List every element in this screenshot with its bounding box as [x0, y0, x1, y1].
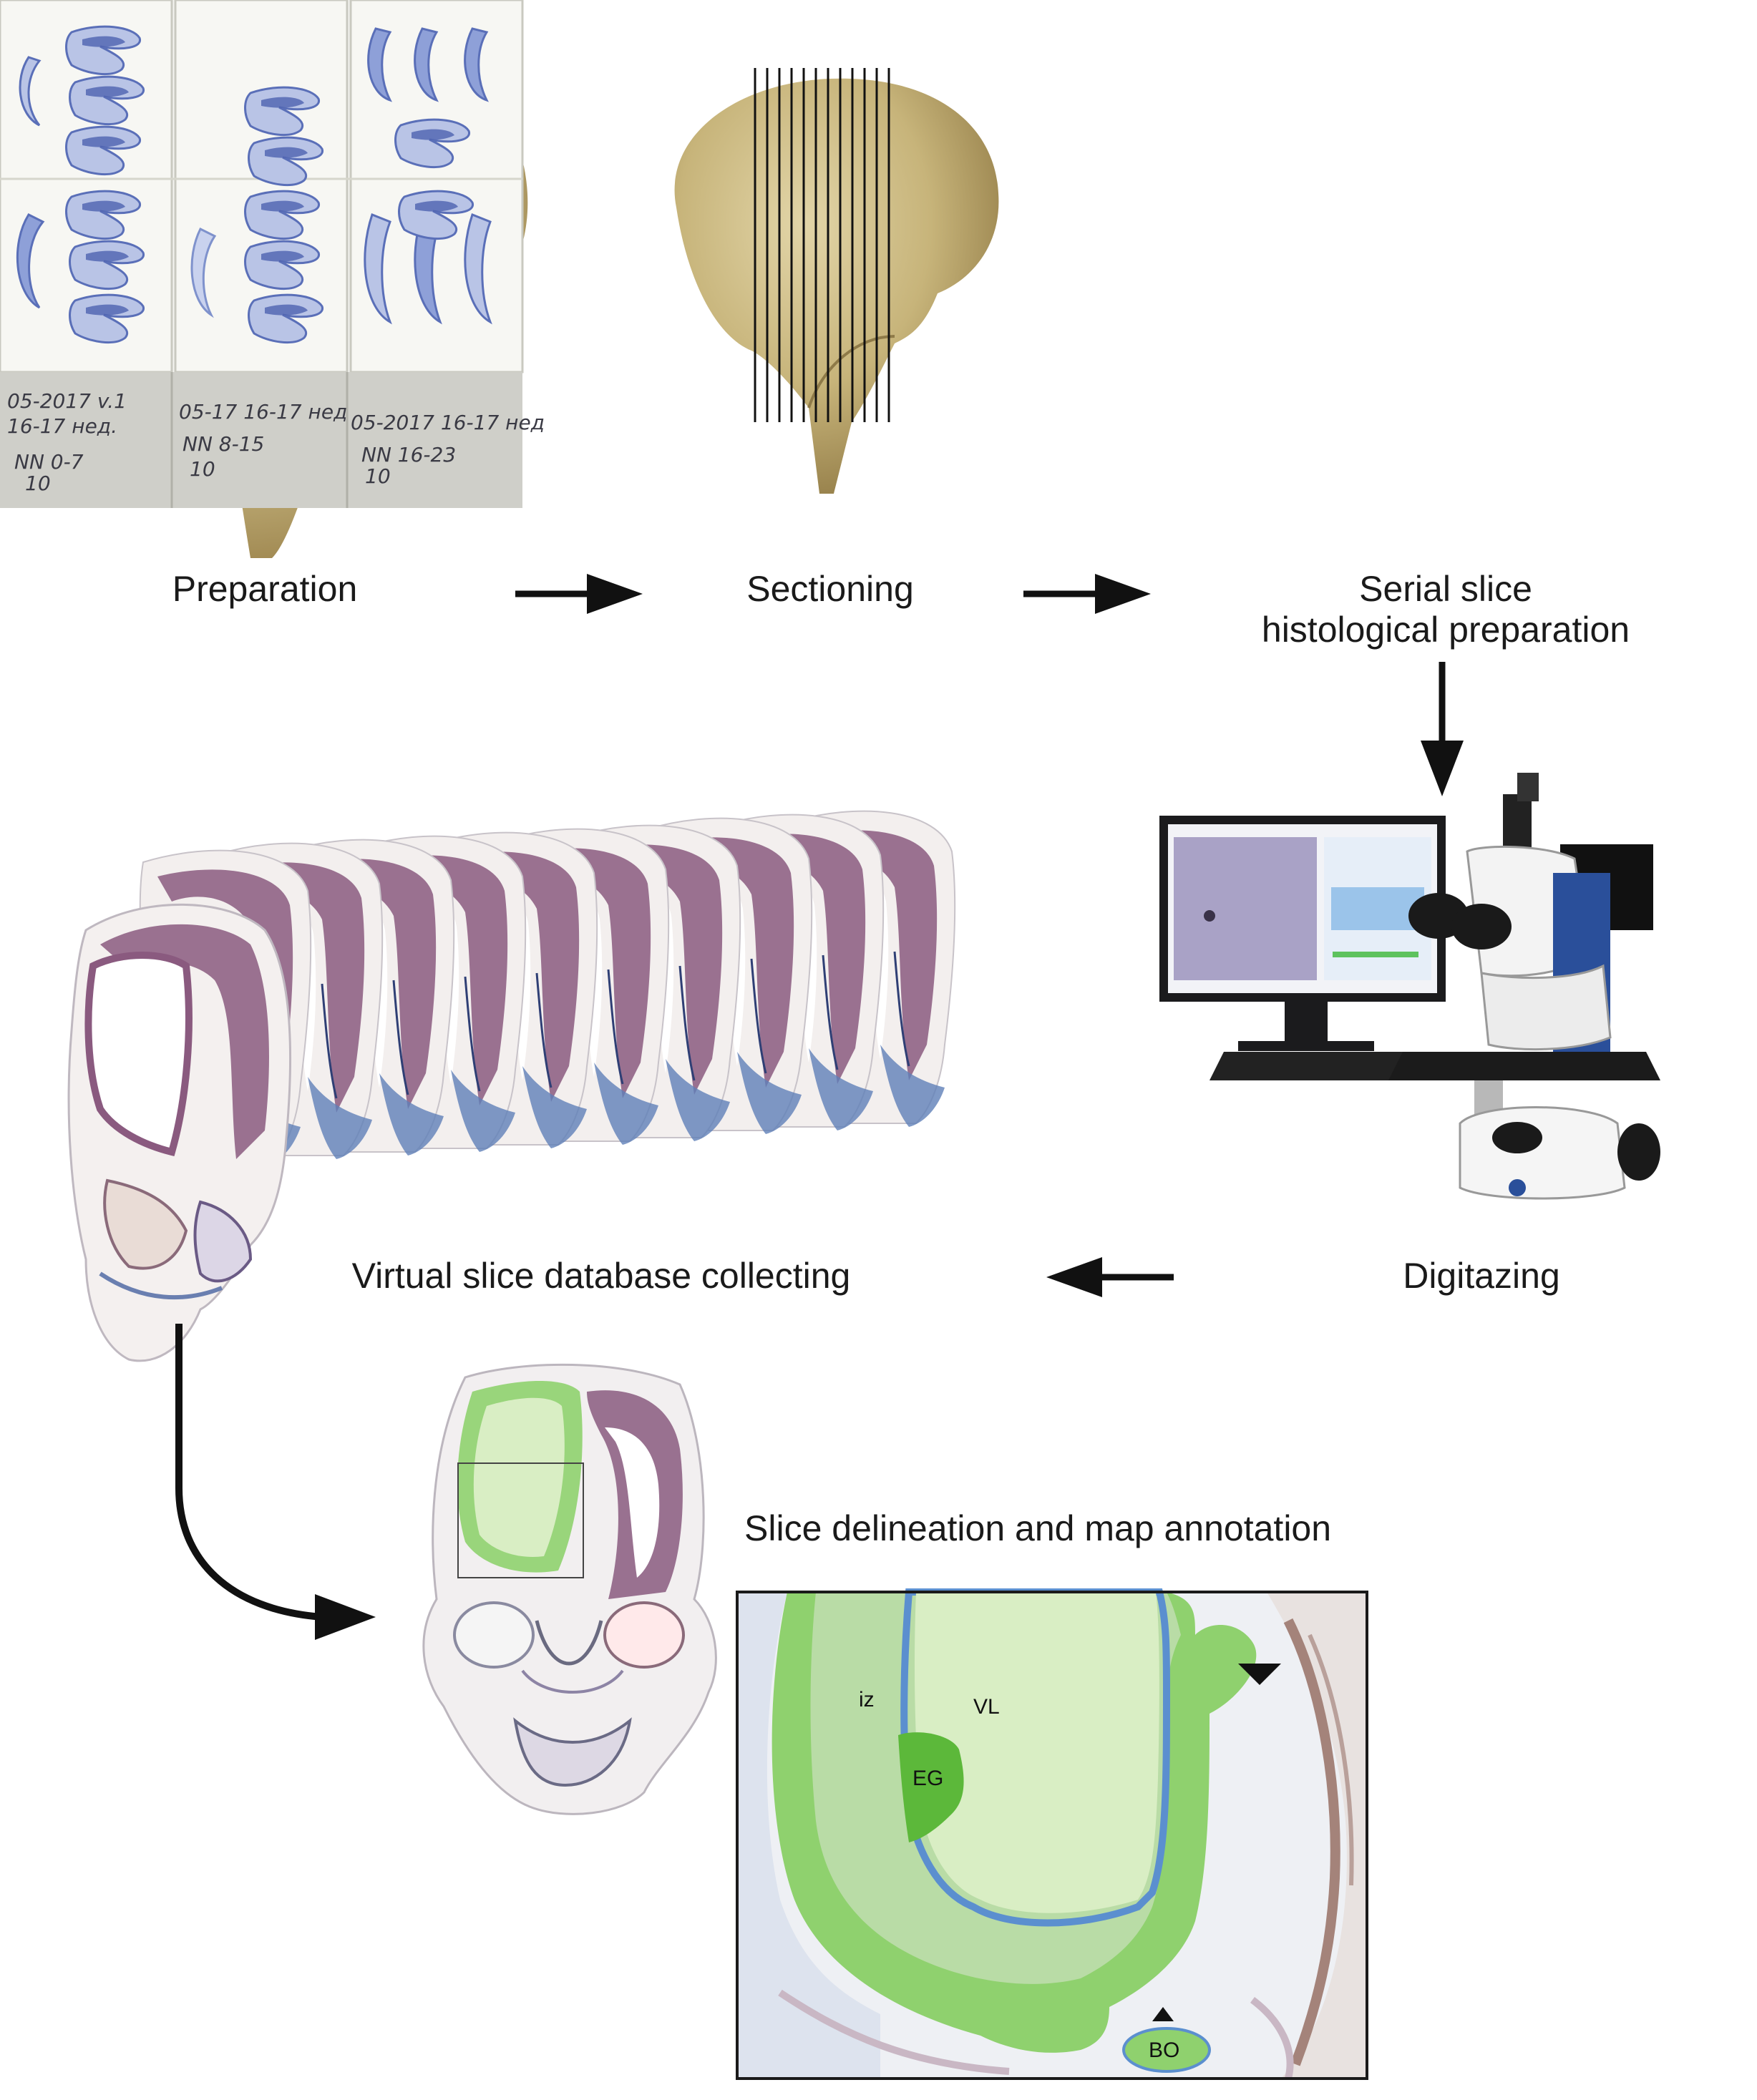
annotation-detail-panel: iz VL EG BO: [736, 1588, 1368, 2080]
label-iz: iz: [859, 1688, 875, 1711]
label-vl: VL: [973, 1695, 1000, 1719]
slide1-label-line4: 10: [25, 472, 51, 495]
label-eg: EG: [912, 1767, 943, 1790]
label-delineation: Slice delineation and map annotation: [744, 1508, 1332, 1548]
label-bo: BO: [1149, 2038, 1179, 2062]
annotated-slice-thumbnail: [422, 1363, 717, 1815]
histology-slides: 05-2017 v.1 16-17 нед. NN 0-7 10 05-17 1…: [0, 0, 545, 508]
slide2-label-line3: 10: [190, 457, 215, 481]
slide2-label-line2: NN 8-15: [182, 432, 264, 456]
arrow-down: [1421, 662, 1464, 796]
arrow-left: [1046, 1257, 1174, 1297]
slide1-label-line2: 16-17 нед.: [7, 414, 117, 438]
label-virtual-db: Virtual slice database collecting: [351, 1256, 851, 1296]
label-preparation: Preparation: [172, 569, 358, 609]
slide3-label-line3: 10: [365, 464, 391, 488]
slide1-label-line1: 05-2017 v.1: [7, 389, 127, 413]
microscope-workstation: [1159, 773, 1660, 1200]
label-sectioning: Sectioning: [746, 569, 914, 609]
label-serial-slice-line1: Serial slice: [1359, 569, 1532, 609]
slide1-label-line3: NN 0-7: [14, 450, 84, 474]
zoom-box: [457, 1462, 584, 1578]
virtual-slice-stack: [67, 810, 956, 1362]
label-serial-slice-line2: histological preparation: [1261, 610, 1630, 650]
slide3-label-line2: NN 16-23: [361, 443, 456, 467]
arrow-curved: [175, 1324, 376, 1640]
arrow-right-1: [515, 574, 643, 614]
label-digitazing: Digitazing: [1403, 1256, 1560, 1296]
arrow-right-2: [1023, 574, 1151, 614]
section-lines: [754, 68, 890, 422]
slide3-label-line1: 05-2017 16-17 нед: [351, 411, 545, 434]
slide2-label-line1: 05-17 16-17 нед: [179, 400, 347, 424]
